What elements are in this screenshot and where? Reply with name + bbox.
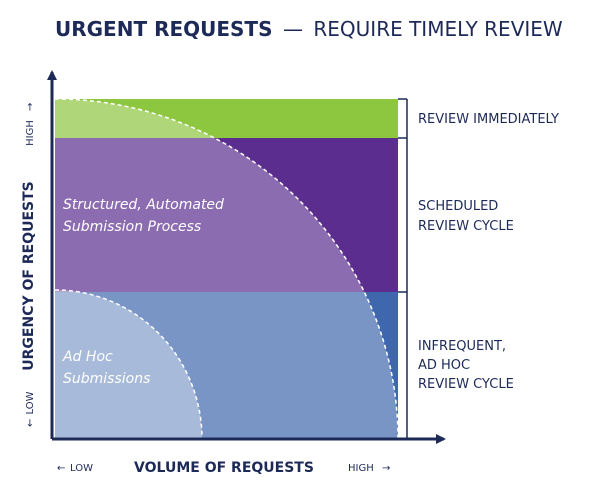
- ad-hoc-area: [54, 289, 203, 440]
- ad-hoc-label: Ad Hoc Submissions: [62, 349, 150, 387]
- svg-text:LOW: LOW: [25, 391, 36, 414]
- x-low-label: ← LOW: [57, 463, 93, 474]
- y-axis-title: URGENCY OF REQUESTS: [21, 181, 37, 370]
- y-low-arrow-icon: ←: [25, 419, 36, 427]
- band-medium-urgency: [55, 138, 398, 292]
- y-low-label: ← LOW: [25, 391, 36, 427]
- x-low-arrow-icon: ←: [57, 463, 65, 474]
- zone-label-ad-hoc-review: INFREQUENT, AD HOC REVIEW CYCLE: [418, 339, 514, 392]
- svg-text:HIGH: HIGH: [348, 463, 374, 474]
- title-bold-part: URGENT REQUESTS: [55, 17, 272, 41]
- x-high-label: HIGH →: [348, 463, 390, 474]
- svg-text:HIGH: HIGH: [25, 120, 36, 146]
- x-axis-title: VOLUME OF REQUESTS: [134, 460, 314, 476]
- y-high-label: HIGH →: [25, 103, 36, 146]
- band-high-urgency: [55, 99, 398, 138]
- svg-text:LOW: LOW: [70, 463, 93, 474]
- x-high-arrow-icon: →: [382, 463, 390, 474]
- title-light-part: REQUIRE TIMELY REVIEW: [313, 17, 563, 41]
- structured-process-label: Structured, Automated Submission Process: [63, 197, 228, 235]
- title-dash: —: [283, 17, 303, 41]
- band-low-urgency: [55, 292, 398, 439]
- zone-label-review-immediately: REVIEW IMMEDIATELY: [418, 112, 559, 127]
- zone-bracket: [398, 98, 408, 440]
- y-high-arrow-icon: →: [25, 103, 36, 111]
- structured-process-area: [55, 99, 398, 439]
- zone-label-scheduled-review: SCHEDULED REVIEW CYCLE: [418, 199, 514, 234]
- diagram-title: URGENT REQUESTS — REQUIRE TIMELY REVIEW: [55, 17, 563, 41]
